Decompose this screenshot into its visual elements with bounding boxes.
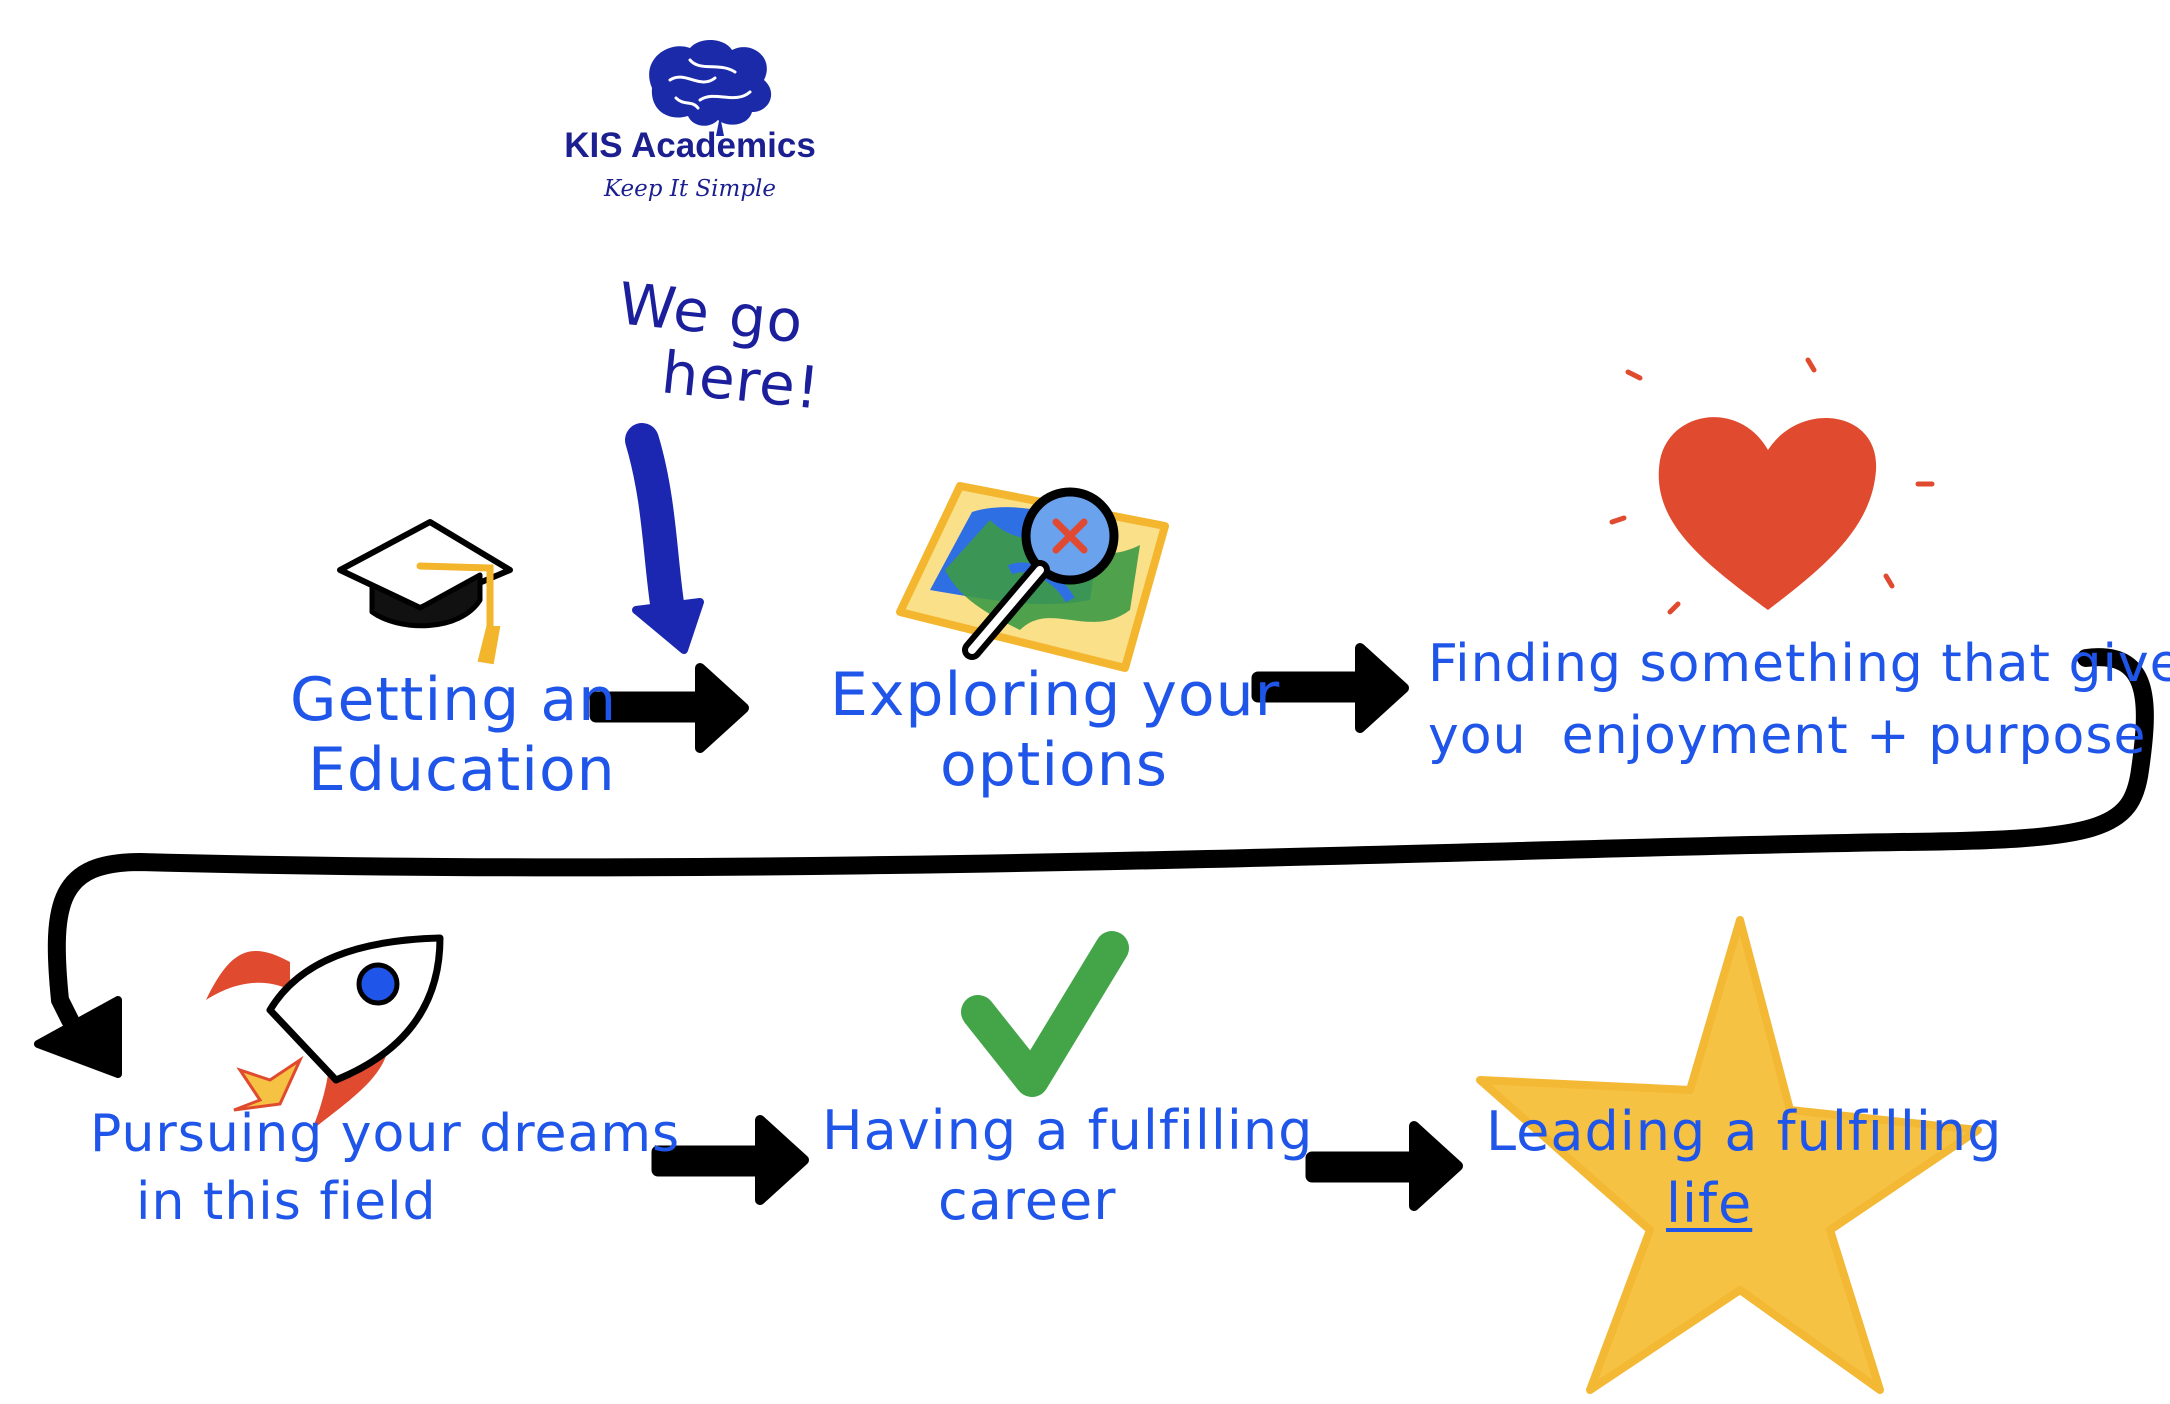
arrow-5-6 bbox=[1305, 1121, 1463, 1211]
step-education: Getting an Education bbox=[290, 665, 617, 805]
magnifier-map-icon bbox=[896, 482, 1169, 672]
step-label-line-1: Pursuing your dreams bbox=[90, 1104, 681, 1164]
heart-icon bbox=[1609, 357, 1935, 615]
step-label-line-1: Finding something that gives bbox=[1428, 634, 2170, 694]
row-connector-arrow bbox=[34, 648, 2154, 1078]
step-pursuing: Pursuing your dreams in this field bbox=[90, 1100, 680, 1236]
step-label-line-2: Education bbox=[308, 735, 616, 805]
brain-icon bbox=[649, 39, 772, 136]
checkmark-icon bbox=[961, 931, 1129, 1097]
flow-arrows bbox=[589, 643, 1463, 1211]
graduation-cap-icon bbox=[337, 519, 513, 665]
step-label-line-2: life bbox=[1666, 1172, 1753, 1235]
arrow-4-5 bbox=[651, 1115, 809, 1205]
step-life: Leading a fulfilling life bbox=[1486, 1096, 2002, 1240]
callout-arrow bbox=[625, 423, 704, 654]
step-finding: Finding something that gives you enjoyme… bbox=[1428, 628, 2170, 772]
step-career: Having a fulfilling career bbox=[822, 1096, 1313, 1236]
rocket-icon bbox=[206, 934, 444, 1130]
brand-name: KIS Academics bbox=[564, 126, 816, 165]
step-exploring: Exploring your options bbox=[830, 660, 1280, 800]
arrow-2-3 bbox=[1251, 643, 1409, 733]
step-label-line-1: Having a fulfilling bbox=[822, 1099, 1314, 1162]
brand-tagline: Keep It Simple bbox=[603, 176, 777, 202]
step-label-line-2: career bbox=[938, 1169, 1117, 1232]
step-label-line-2: in this field bbox=[136, 1172, 437, 1232]
star-icon bbox=[1476, 916, 1982, 1394]
step-label-line-1: Leading a fulfilling bbox=[1486, 1100, 2003, 1163]
step-label-line-2: you enjoyment + purpose bbox=[1428, 706, 2147, 766]
arrow-1-2 bbox=[589, 663, 749, 753]
step-label-line-1: Exploring your bbox=[830, 660, 1281, 730]
step-label-line-1: Getting an bbox=[290, 665, 618, 735]
callout-text: We go here! bbox=[609, 269, 830, 422]
step-label-line-2: options bbox=[940, 730, 1168, 800]
